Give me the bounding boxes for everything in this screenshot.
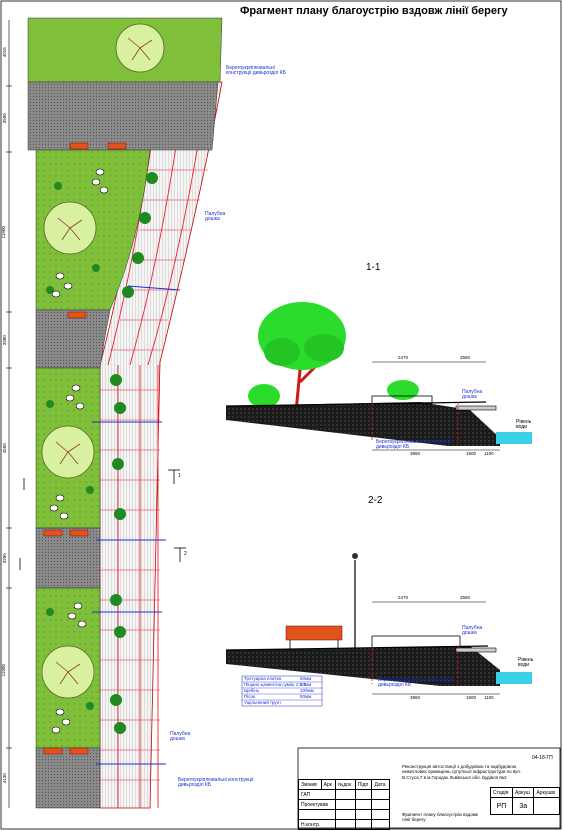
dim-7: 4560 [1, 443, 7, 454]
s2-dim-0: 2470 [398, 595, 409, 600]
layer-value-2: 100мм [300, 688, 314, 693]
label-deck-top: Палубна дошка [205, 211, 226, 222]
drawing-title: Фрагмент плану благоустрію вздовж лінії … [240, 5, 508, 17]
stamp-stage-table: Стадія Аркуш Аркушів РП 3а [490, 787, 560, 815]
stamp-col-4: Дата [371, 779, 390, 790]
stamp-sheet-title: Фрагмент плану благоустрію вздовж лінії … [402, 812, 478, 823]
layer-value-0: 60мм [300, 676, 312, 681]
s1-dim-1: 2560 [460, 355, 471, 360]
layer-2: Щебінь [244, 688, 260, 693]
s2-dim-4: 1100 [484, 695, 494, 700]
layer-1: Піщано-цементна суміш 1:5 Т. [244, 682, 307, 687]
stamp-role-0: ГАП [297, 789, 337, 800]
dim-6: 4130 [1, 773, 7, 784]
layer-4: Ущільнений ґрунт [244, 700, 282, 705]
stamp-description: Реконструкція автостанції з добудовою та… [402, 764, 522, 780]
layer-3: Пісок [244, 694, 256, 699]
stamp-signature-table: Змінив Арк №док Підп Дата ГАП Проектував… [297, 779, 390, 830]
s2-water-label: Рівень води [518, 657, 534, 668]
stamp-col-3: Підп [354, 779, 373, 790]
layer-value-3: 50мм [300, 694, 312, 699]
dim-1: 3500 [1, 113, 7, 124]
section-2-label: 2-2 [368, 495, 383, 506]
s1-deck-label: Палубна дошка [462, 389, 483, 400]
stamp-col-0: Змінив [298, 779, 322, 790]
s1-dim-3: 1500 [466, 451, 477, 456]
stamp-col-2: №док [335, 779, 356, 790]
s1-dim-0: 2470 [398, 355, 409, 360]
stamp-sheet-header: Аркуш [511, 787, 535, 798]
stamp-stage-header: Стадія [490, 787, 513, 798]
s2-dim-3: 1500 [466, 695, 477, 700]
label-shore-bottom: Берегоукріплювальні конструкції дивьрозд… [178, 777, 254, 788]
stamp-code: 04-18-ГП [532, 755, 553, 761]
stamp-role-1: Проектував [297, 799, 337, 810]
dim-5: 11900 [0, 664, 6, 677]
layer-value-1: 30мм [300, 682, 312, 687]
layer-0: Тротуарна плитка [244, 676, 282, 681]
dim-4: 3200 [1, 553, 7, 564]
dim-2: 11900 [0, 226, 6, 239]
s1-water-label: Рівень води [516, 419, 532, 430]
cut-marker-2: 2 [184, 551, 187, 557]
stamp-col-1: Арк [320, 779, 337, 790]
dim-0: 4015 [1, 47, 7, 58]
label-deck-bottom: Палубна дошка [170, 731, 191, 742]
label-shore-top: Берегоукріплювальні конструкції дивьрозд… [226, 65, 286, 76]
stamp-role-2 [297, 809, 337, 820]
stamp-role-3: Н.контр. [297, 819, 337, 830]
s1-shore-label: Берегоукріплювальні конструкції дивьрозд… [376, 439, 452, 450]
s2-dim-1: 2560 [460, 595, 471, 600]
section-2-2 [225, 553, 532, 707]
dim-3: 3380 [1, 335, 7, 346]
section-1-1 [225, 302, 532, 451]
section-1-label: 1-1 [366, 262, 381, 273]
s2-dim-2: 3960 [410, 695, 421, 700]
stamp-sheet: 3а [511, 797, 535, 815]
s2-shore-label: Берегоукріплювальні конструкції дивьрозд… [378, 677, 454, 688]
s1-dim-4: 1100 [484, 451, 494, 456]
stamp-sheets-header: Аркушів [533, 787, 560, 798]
s1-dim-2: 3960 [410, 451, 421, 456]
plan-strip [6, 17, 223, 809]
stamp-stage: РП [490, 797, 513, 815]
s2-deck-label: Палубна дошка [462, 625, 483, 636]
cut-marker-1: 1 [178, 473, 181, 479]
